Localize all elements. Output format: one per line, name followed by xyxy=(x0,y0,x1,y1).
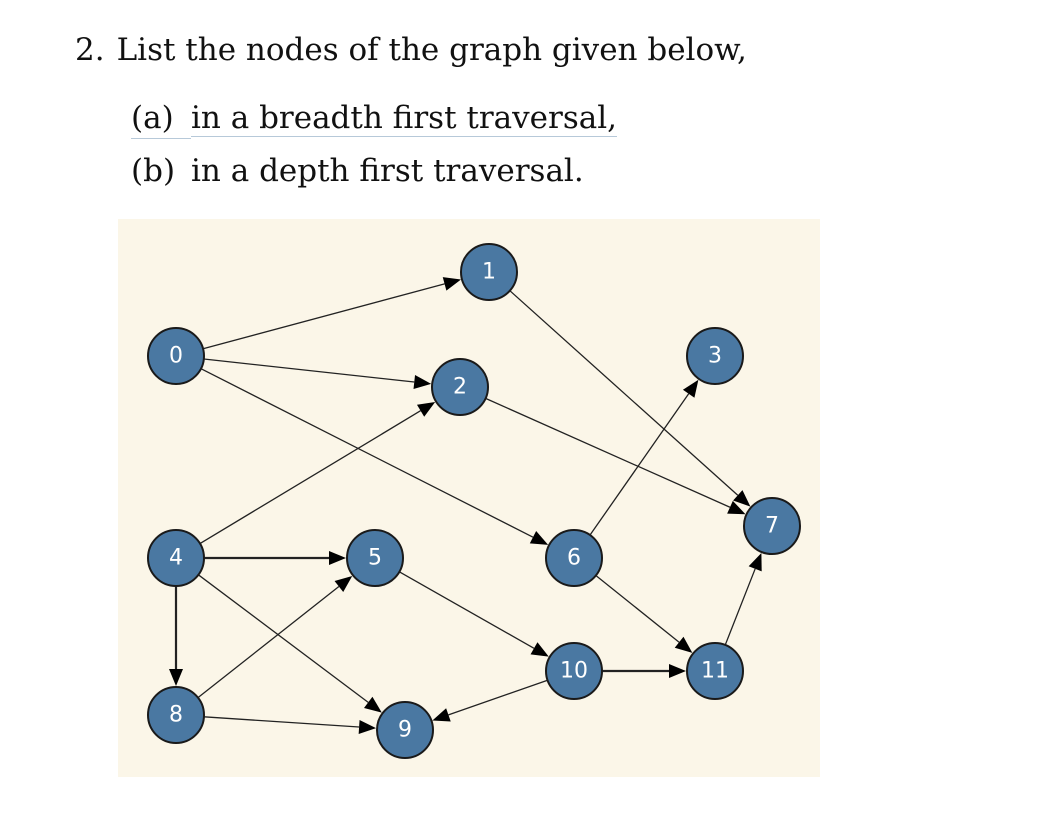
node-label: 3 xyxy=(708,344,722,369)
edge-4-2 xyxy=(199,401,436,545)
node-4: 4 xyxy=(147,529,205,587)
edge-1-7 xyxy=(509,290,751,507)
edge-10-9 xyxy=(432,679,548,722)
edge-line xyxy=(199,410,421,545)
node-1: 1 xyxy=(460,243,518,301)
node-9: 9 xyxy=(376,701,434,759)
edge-0-6 xyxy=(200,368,549,545)
question-text: List the nodes of the graph given below, xyxy=(116,32,747,68)
question-line: 2. List the nodes of the graph given belo… xyxy=(75,30,747,70)
graph-edges xyxy=(169,277,762,734)
edge-line xyxy=(724,568,756,646)
sub-item-marker: (b) xyxy=(131,153,176,189)
node-label: 10 xyxy=(560,659,588,684)
edge-8-9 xyxy=(203,716,377,734)
node-7: 7 xyxy=(743,497,801,555)
arrow-head xyxy=(682,379,699,398)
edge-10-11 xyxy=(602,664,686,678)
arrow-head xyxy=(530,642,549,657)
sub-item-text: in a breadth first traversal, xyxy=(191,100,617,137)
edge-4-8 xyxy=(169,586,183,686)
arrow-head xyxy=(329,551,346,565)
graph-nodes: 0 1 2 3 4 5 6 7 8 9 10 11 xyxy=(147,243,801,759)
edge-6-3 xyxy=(589,379,699,536)
node-label: 9 xyxy=(398,718,412,743)
directed-graph: 0 1 2 3 4 5 6 7 8 9 10 11 xyxy=(147,243,801,759)
arrow-head xyxy=(334,575,353,592)
edge-line xyxy=(197,574,369,703)
arrow-head xyxy=(529,530,549,545)
node-circle xyxy=(376,701,434,759)
node-circle xyxy=(545,642,603,700)
arrow-head xyxy=(364,696,382,713)
node-circle xyxy=(545,529,603,587)
node-2: 2 xyxy=(431,358,489,416)
node-0: 0 xyxy=(147,327,205,385)
edge-line xyxy=(203,358,415,383)
node-circle xyxy=(147,327,205,385)
node-label: 2 xyxy=(453,375,467,400)
edge-line xyxy=(589,393,690,536)
edge-4-5 xyxy=(204,551,346,565)
edge-0-1 xyxy=(202,277,461,350)
arrow-head xyxy=(733,490,751,507)
edge-line xyxy=(448,679,548,716)
node-8: 8 xyxy=(147,686,205,744)
graph-figure: 0 1 2 3 4 5 6 7 8 9 10 11 xyxy=(118,219,820,777)
sub-item-text: in a depth first traversal. xyxy=(191,153,584,189)
arrow-head xyxy=(416,401,436,417)
arrow-head xyxy=(674,636,693,653)
node-label: 4 xyxy=(169,546,183,571)
edge-line xyxy=(509,290,739,496)
node-circle xyxy=(686,327,744,385)
edge-11-7 xyxy=(724,552,762,646)
node-label: 11 xyxy=(701,659,729,684)
arrow-head xyxy=(669,664,686,678)
edge-5-10 xyxy=(399,571,549,657)
sub-item-a: (a)in a breadth first traversal, xyxy=(131,98,617,139)
edge-6-11 xyxy=(595,575,693,653)
node-6: 6 xyxy=(545,529,603,587)
node-label: 0 xyxy=(169,344,183,369)
edge-line xyxy=(203,716,360,728)
node-circle xyxy=(460,243,518,301)
node-label: 7 xyxy=(765,514,779,539)
arrow-head xyxy=(413,375,432,389)
edge-line xyxy=(197,585,340,699)
arrow-head xyxy=(748,552,762,572)
node-circle xyxy=(686,642,744,700)
sub-item-b: (b) in a depth first traversal. xyxy=(131,151,584,191)
node-label: 5 xyxy=(368,546,382,571)
edge-line xyxy=(485,397,731,508)
edge-8-5 xyxy=(197,575,353,699)
node-11: 11 xyxy=(686,642,744,700)
arrow-head xyxy=(442,277,461,291)
node-10: 10 xyxy=(545,642,603,700)
edge-0-2 xyxy=(203,358,432,389)
node-circle xyxy=(431,358,489,416)
arrow-head xyxy=(358,720,377,734)
node-label: 8 xyxy=(169,703,183,728)
node-circle xyxy=(743,497,801,555)
node-3: 3 xyxy=(686,327,744,385)
arrow-head xyxy=(169,669,183,686)
node-label: 1 xyxy=(482,260,496,285)
edge-line xyxy=(200,368,534,538)
edge-2-7 xyxy=(485,397,746,515)
node-label: 6 xyxy=(567,546,581,571)
edge-line xyxy=(399,571,535,649)
sub-item-marker: (a) xyxy=(131,98,191,139)
question-number: 2. xyxy=(75,32,105,68)
node-5: 5 xyxy=(346,529,404,587)
arrow-head xyxy=(727,500,746,515)
arrow-head xyxy=(432,708,451,722)
edge-line xyxy=(202,283,445,350)
node-circle xyxy=(147,529,205,587)
edge-4-9 xyxy=(197,574,382,713)
edge-line xyxy=(595,575,680,643)
node-circle xyxy=(346,529,404,587)
node-circle xyxy=(147,686,205,744)
